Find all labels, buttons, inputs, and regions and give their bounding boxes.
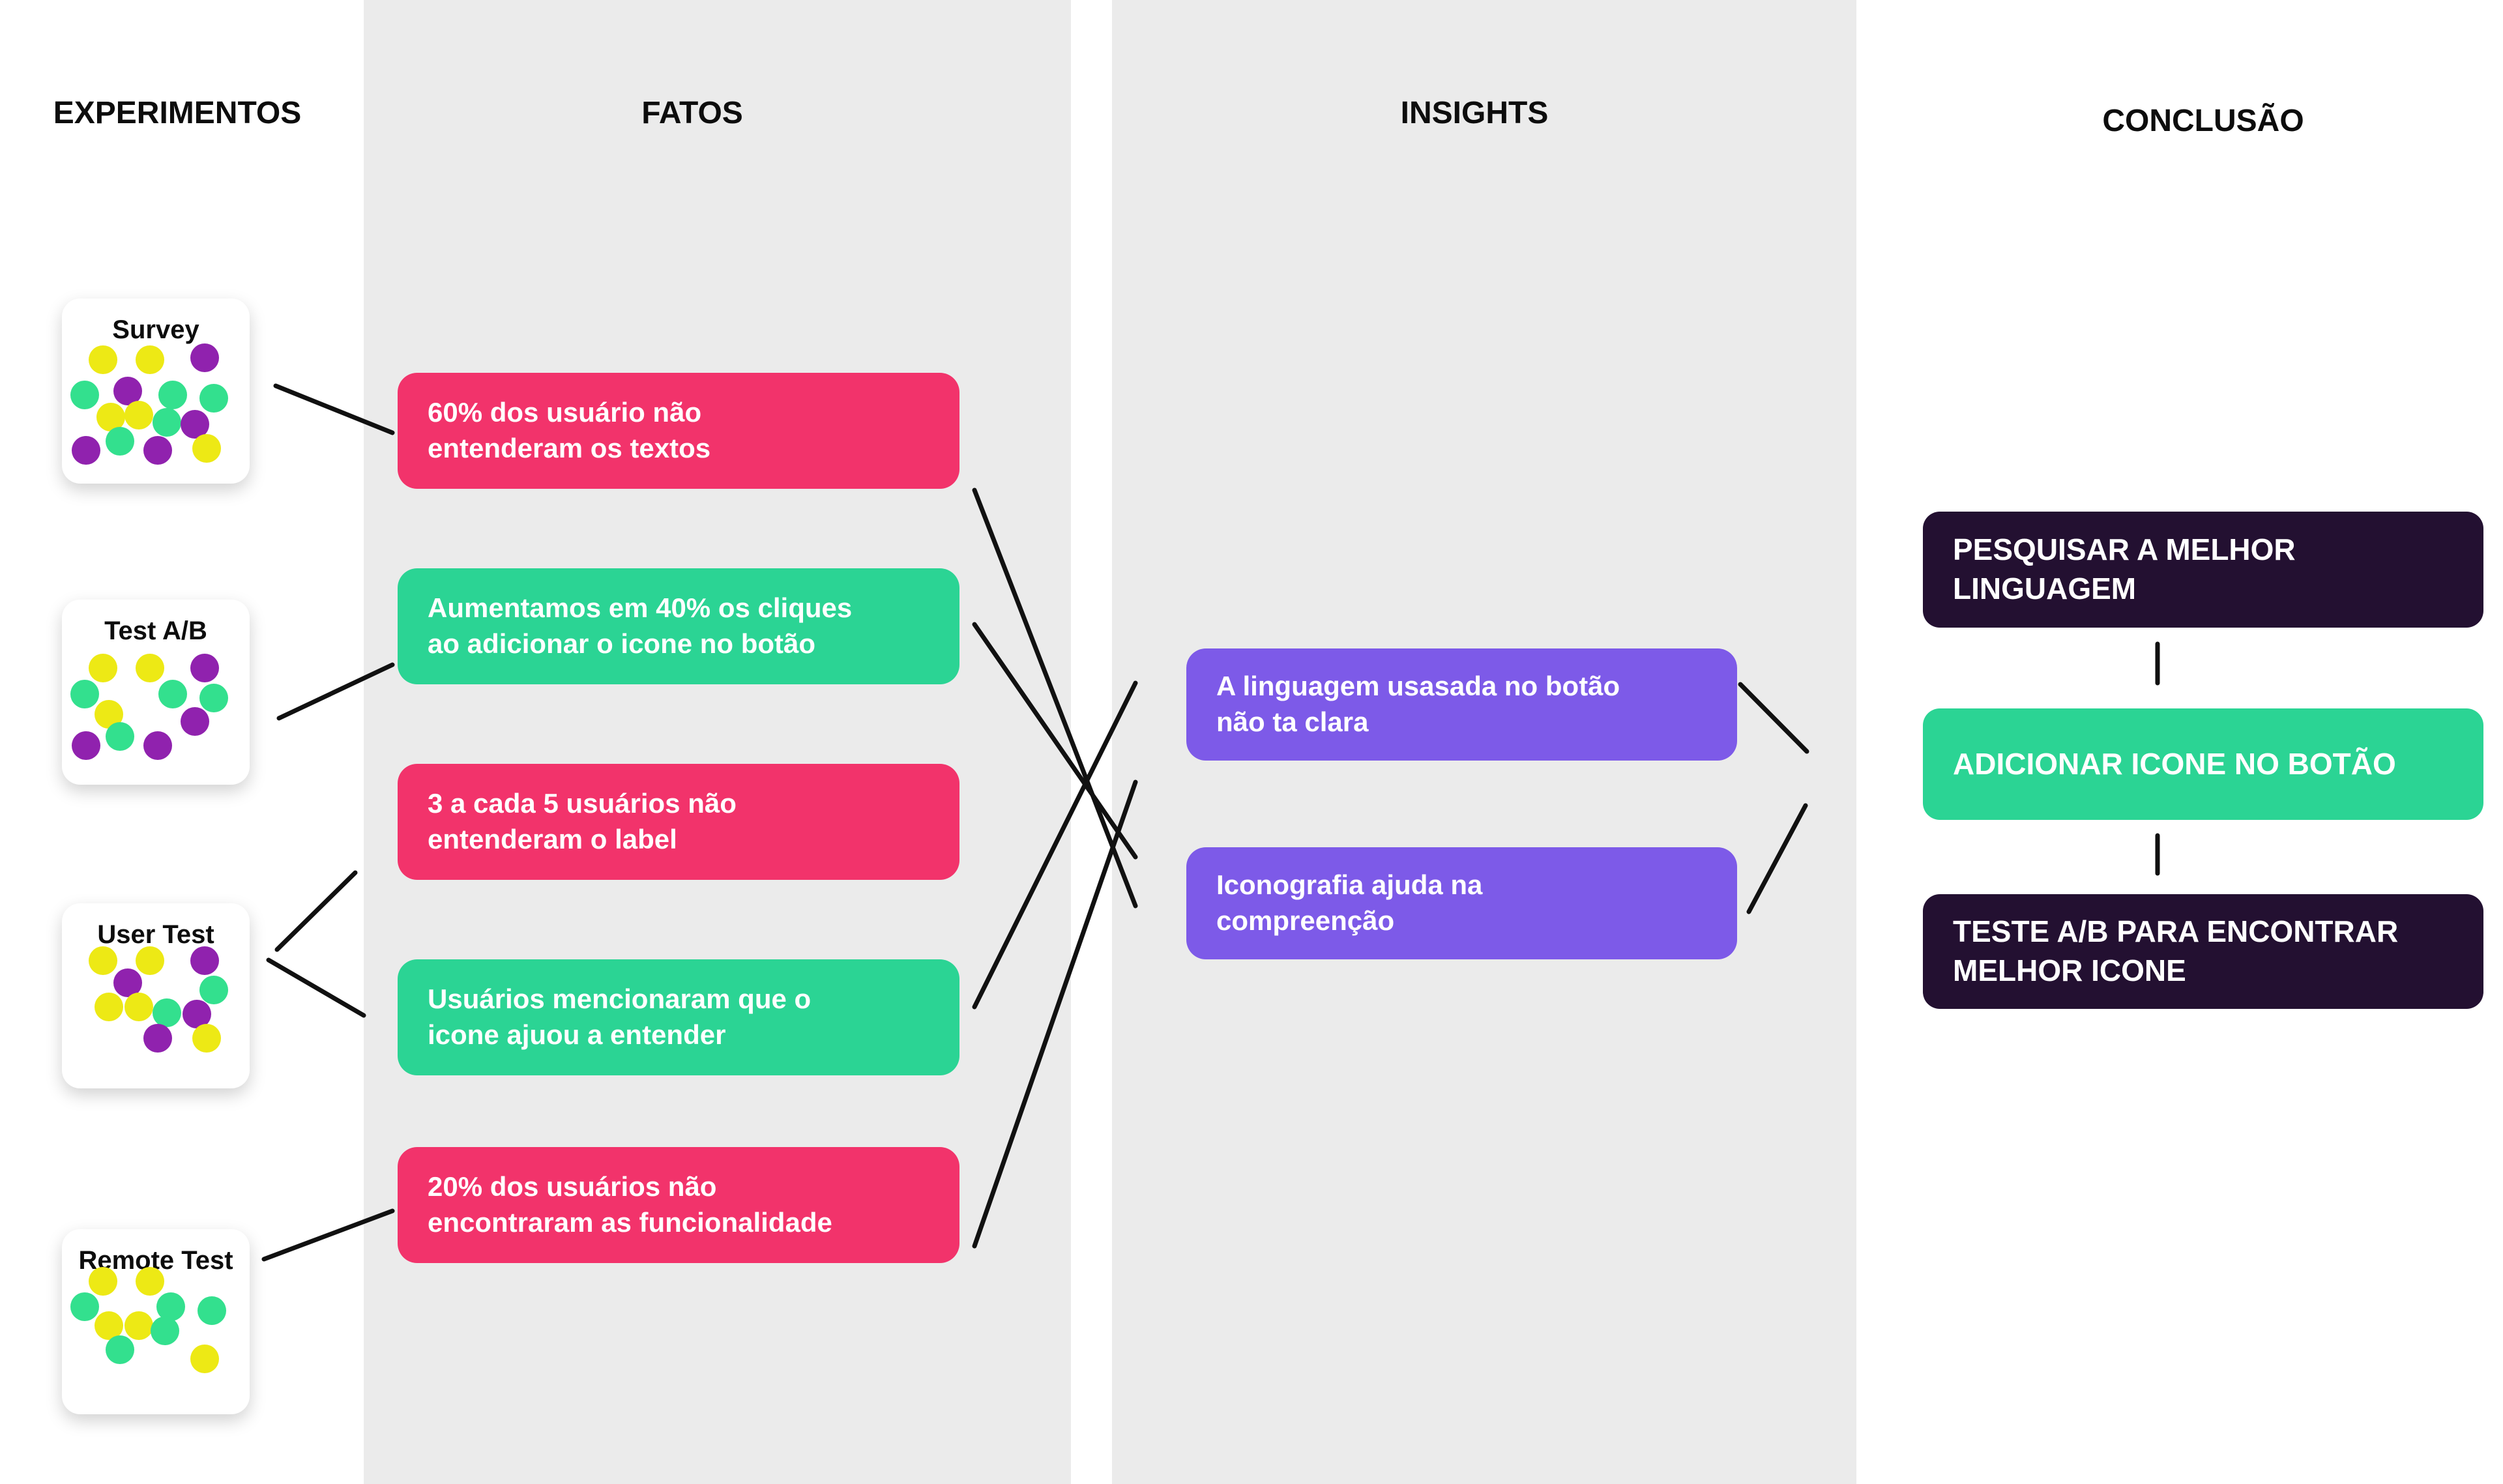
dot-green-dot [153,998,182,1027]
fact-note-2[interactable]: Aumentamos em 40% os cliques ao adiciona… [398,568,959,684]
dot-green-dot [158,679,187,708]
connector-line[interactable] [1746,803,1808,914]
connector-line[interactable] [972,680,1138,1010]
dot-yellow-dot [124,1311,154,1340]
dot-green-dot [70,1292,99,1322]
insight-note-2[interactable]: Iconografia ajuda na compreenção [1186,847,1737,959]
dot-purple-dot [113,377,142,405]
connector-line[interactable] [1738,682,1809,754]
conclusion-note-1[interactable]: PESQUISAR A MELHOR LINGUAGEM [1923,512,2483,628]
dot-yellow-dot [89,946,118,976]
dot-purple-dot [143,731,172,761]
dot-yellow-dot [136,654,165,683]
connector-line[interactable] [273,383,395,435]
dot-green-dot [199,976,229,1005]
dot-yellow-dot [192,434,221,463]
dot-purple-dot [72,731,101,761]
connector-line[interactable] [261,1208,395,1262]
connector-line[interactable] [274,870,358,952]
insight-note-1[interactable]: A linguagem usasada no botão não ta clar… [1186,648,1737,761]
experiment-card-survey[interactable]: Survey [62,298,250,484]
dot-yellow-dot [89,345,118,374]
dot-green-dot [106,426,135,456]
dot-purple-dot [190,946,219,976]
fact-note-1[interactable]: 60% dos usuário não entenderam os textos [398,373,959,489]
dot-yellow-dot [136,1266,165,1296]
dot-green-dot [151,1317,180,1346]
experiment-card-title: Test A/B [104,617,207,645]
dot-purple-dot [190,343,219,372]
experiment-card-title: Survey [112,315,199,344]
dot-green-dot [158,380,187,409]
fact-note-4[interactable]: Usuários mencionaram que o icone ajuou a… [398,959,959,1075]
insight-note-text: Iconografia ajuda na compreenção [1216,869,1483,936]
dot-purple-dot [72,435,101,465]
experiment-card-remote-test[interactable]: Remote Test [62,1229,250,1414]
fact-note-5[interactable]: 20% dos usuários não encontraram as func… [398,1147,959,1263]
experiment-card-user-test[interactable]: User Test [62,903,250,1088]
fact-note-3[interactable]: 3 a cada 5 usuários não entenderam o lab… [398,764,959,880]
dot-green-dot [199,384,229,413]
column-header-insights: INSIGHTS [1400,96,1549,130]
connector-line[interactable] [276,662,395,721]
experiment-card-title: User Test [97,920,214,949]
fact-note-text: Usuários mencionaram que o icone ajuou a… [428,983,812,1050]
conclusion-note-2[interactable]: ADICIONAR ICONE NO BOTÃO [1923,708,2483,820]
dot-purple-dot [181,410,210,439]
experiment-card-test-a-b[interactable]: Test A/B [62,600,250,785]
dot-yellow-dot [190,1344,219,1373]
fact-note-text: 3 a cada 5 usuários não entenderam o lab… [428,788,737,854]
fact-note-text: Aumentamos em 40% os cliques ao adiciona… [428,592,853,659]
dot-yellow-dot [95,993,123,1022]
dot-purple-dot [143,435,172,465]
connector-line[interactable] [972,487,1138,909]
dot-yellow-dot [136,946,165,976]
column-header-fatos: FATOS [641,96,743,130]
connector-line[interactable] [266,957,366,1018]
dot-yellow-dot [124,400,154,429]
dot-green-dot [156,1292,186,1322]
dot-yellow-dot [124,993,154,1022]
conclusion-note-text: ADICIONAR ICONE NO BOTÃO [1953,746,2396,781]
dot-yellow-dot [96,402,125,431]
dot-green-dot [153,408,182,437]
dot-green-dot [70,380,99,409]
column-header-experimentos: EXPERIMENTOS [53,96,302,130]
dot-yellow-dot [89,654,118,683]
fact-note-text: 20% dos usuários não encontraram as func… [428,1171,832,1238]
dot-purple-dot [181,707,210,736]
conclusion-note-3[interactable]: TESTE A/B PARA ENCONTRAR MELHOR ICONE [1923,894,2483,1009]
connector-line[interactable] [972,622,1138,860]
insight-note-text: A linguagem usasada no botão não ta clar… [1216,671,1620,737]
connector-line[interactable] [972,779,1138,1249]
dot-green-dot [106,722,135,751]
dot-green-dot [199,683,229,712]
column-header-conclusao: CONCLUSÃO [2102,104,2304,138]
dot-purple-dot [190,654,219,683]
dot-green-dot [198,1296,227,1325]
dot-purple-dot [143,1024,172,1053]
conclusion-note-text: PESQUISAR A MELHOR LINGUAGEM [1953,532,2296,605]
dot-yellow-dot [95,1311,123,1340]
dot-yellow-dot [192,1024,221,1053]
dot-green-dot [70,679,99,708]
dot-yellow-dot [136,345,165,374]
fact-note-text: 60% dos usuário não entenderam os textos [428,397,711,463]
dot-yellow-dot [89,1266,118,1296]
dot-green-dot [106,1335,135,1364]
dot-purple-dot [113,968,142,998]
conclusion-note-text: TESTE A/B PARA ENCONTRAR MELHOR ICONE [1953,914,2399,987]
dot-purple-dot [183,1000,212,1029]
